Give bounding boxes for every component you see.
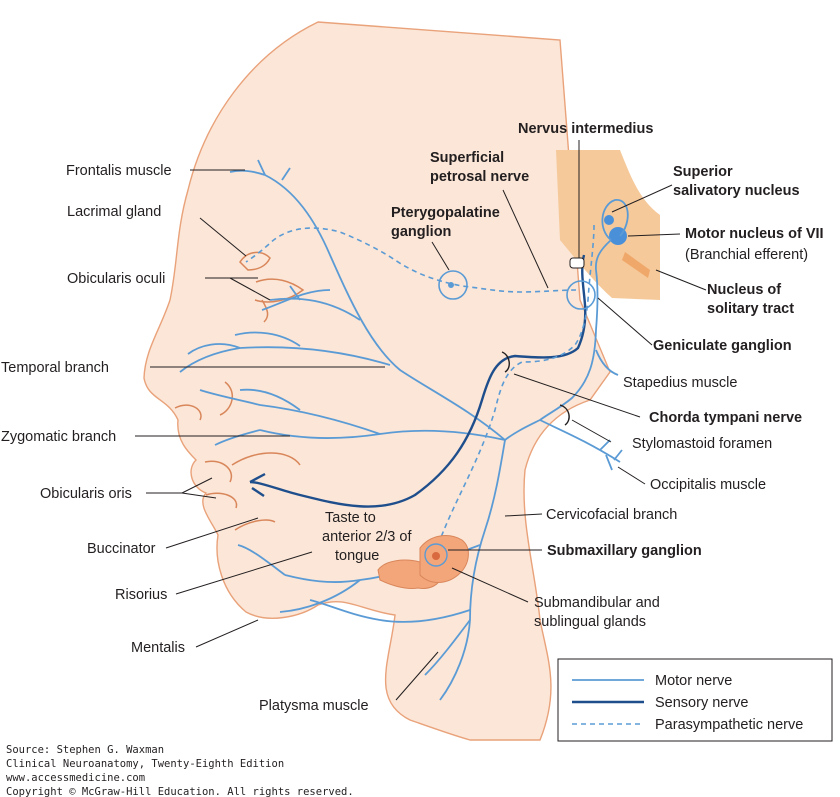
label-submaxillary-ganglion: Submaxillary ganglion xyxy=(547,543,702,559)
chin-muscle xyxy=(234,519,276,531)
legend-motor-label: Motor nerve xyxy=(655,673,732,689)
stapedius-branch xyxy=(595,349,619,376)
label-superior-salivatory-1: Superior xyxy=(673,164,733,180)
label-superficial-petrosal-1: Superficial xyxy=(430,150,504,166)
cheek-fold xyxy=(231,452,301,466)
label-taste-3: tongue xyxy=(335,548,379,564)
label-frontalis-muscle: Frontalis muscle xyxy=(66,163,172,179)
chorda-parasympathetic xyxy=(431,224,595,561)
leader-lines xyxy=(135,140,707,701)
solitary-tract-shape xyxy=(622,252,650,278)
label-geniculate-ganglion: Geniculate ganglion xyxy=(653,338,792,354)
label-branchial-efferent: (Branchial efferent) xyxy=(685,247,808,263)
nose-detail xyxy=(174,404,202,421)
legend-parasympathetic-label: Parasympathetic nerve xyxy=(655,717,803,733)
motor-trunk xyxy=(504,239,612,441)
legend-sensory-label: Sensory nerve xyxy=(655,695,749,711)
upper-face-branches xyxy=(179,331,391,373)
label-lacrimal-gland: Lacrimal gland xyxy=(67,204,161,220)
occipital-twigs xyxy=(599,439,623,471)
label-obicularis-oris: Obicularis oris xyxy=(40,486,132,502)
label-risorius: Risorius xyxy=(115,587,167,603)
label-platysma-muscle: Platysma muscle xyxy=(259,698,369,714)
label-motor-nucleus: Motor nucleus of VII xyxy=(685,226,824,242)
head-silhouette xyxy=(143,21,611,741)
source-line-4: Copyright © McGraw-Hill Education. All r… xyxy=(6,786,354,797)
label-nervus-intermedius: Nervus intermedius xyxy=(518,121,653,137)
submaxillary-ganglion-dot xyxy=(432,552,440,560)
source-line-1: Source: Stephen G. Waxman xyxy=(6,744,164,756)
lacrimal-gland-shape xyxy=(239,251,271,271)
label-obicularis-oculi: Obicularis oculi xyxy=(67,271,165,287)
eye-outline xyxy=(254,278,305,303)
label-stapedius-muscle: Stapedius muscle xyxy=(623,375,737,391)
lip-lower xyxy=(205,492,238,509)
label-zygomatic-branch: Zygomatic branch xyxy=(1,429,116,445)
label-glands-1: Submandibular and xyxy=(534,595,660,611)
motor-nucleus-loop xyxy=(601,199,629,241)
label-pterygopalatine-1: Pterygopalatine xyxy=(391,205,500,221)
label-cervicofacial-branch: Cervicofacial branch xyxy=(546,507,677,523)
label-taste-1: Taste to xyxy=(325,510,376,526)
label-temporal-branch: Temporal branch xyxy=(1,360,109,376)
pterygopalatine-ganglion-circle xyxy=(438,270,468,300)
submaxillary-ganglion-circle xyxy=(424,543,448,567)
tongue-sensory-twigs xyxy=(249,472,266,497)
label-chorda-tympani: Chorda tympani nerve xyxy=(649,410,802,426)
sublingual-gland xyxy=(419,535,469,583)
nervus-intermedius-marker xyxy=(569,257,585,269)
occipital-branch xyxy=(539,419,621,463)
label-superior-salivatory-2: salivatory nucleus xyxy=(673,183,800,199)
label-pterygopalatine-2: ganglion xyxy=(391,224,451,240)
nostril xyxy=(219,381,234,416)
zygomatic-branches xyxy=(199,388,381,446)
label-solitary-1: Nucleus of xyxy=(707,282,781,298)
geniculate-ganglion-circle xyxy=(566,280,596,310)
label-taste-2: anterior 2/3 of xyxy=(322,529,412,545)
orbit-line xyxy=(261,299,269,323)
label-solitary-2: solitary tract xyxy=(707,301,794,317)
source-line-3: www.accessmedicine.com xyxy=(6,772,145,784)
lower-face-branches xyxy=(309,599,471,676)
legend: Motor nerve Sensory nerve Parasympatheti… xyxy=(557,658,833,742)
source-line-2: Clinical Neuroanatomy, Twenty-Eighth Edi… xyxy=(6,758,284,770)
label-buccinator: Buccinator xyxy=(87,541,156,557)
pterygopalatine-ganglion-dot xyxy=(448,282,454,288)
superficial-petrosal-parasympathetic xyxy=(245,227,577,293)
superior-salivatory-nucleus-dot xyxy=(604,215,614,225)
label-mentalis: Mentalis xyxy=(131,640,185,656)
cervicofacial-branch xyxy=(439,439,506,701)
chorda-foramen-mark xyxy=(501,351,510,373)
label-superficial-petrosal-2: petrosal nerve xyxy=(430,169,529,185)
frontal-twigs xyxy=(229,159,291,181)
label-stylomastoid-foramen: Stylomastoid foramen xyxy=(632,436,772,452)
label-glands-2: sublingual glands xyxy=(534,614,646,630)
stylomastoid-foramen-mark xyxy=(559,404,570,426)
temporal-branch-line xyxy=(264,174,506,441)
lip-upper xyxy=(204,460,233,483)
label-occipitalis-muscle: Occipitalis muscle xyxy=(650,477,766,493)
legend-box xyxy=(557,658,833,742)
temporal-twigs xyxy=(261,285,361,321)
